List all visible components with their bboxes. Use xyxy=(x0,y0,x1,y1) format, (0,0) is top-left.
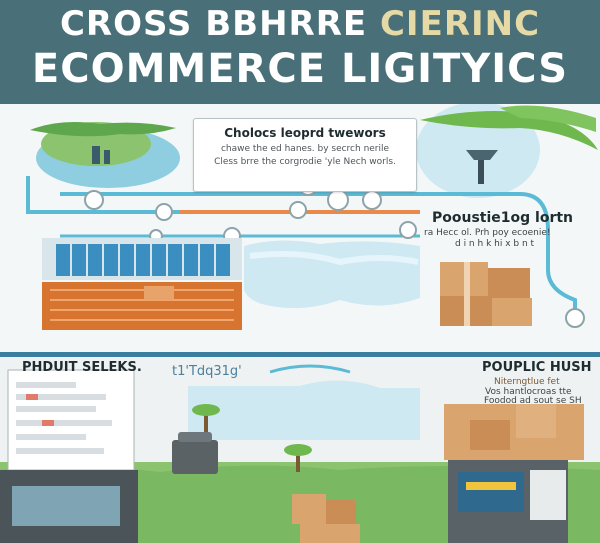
header-banner: CROSS BBHRRE CIERINC ECOMMERCE LIGITYICS xyxy=(0,0,600,104)
public-subtext-3: Foodod ad sout se SH xyxy=(484,396,582,406)
monitor-icon xyxy=(0,369,138,543)
callout-text-1: chawe the ed hanes. by secrch nerile xyxy=(220,144,390,154)
public-subtext-1: Niterngtlue fet xyxy=(494,377,560,387)
ship-icon xyxy=(42,238,242,280)
palm-tree-icon xyxy=(192,404,312,472)
title-part-b: CIERINC xyxy=(379,4,541,44)
box-icon xyxy=(440,262,532,326)
public-hush-heading: POUPLIC HUSH xyxy=(482,360,592,375)
produ-subtext-2: d i n h k hi x b n t xyxy=(455,239,535,249)
callout-heading: Cholocs leoprd twewors xyxy=(224,126,386,140)
globe-icon xyxy=(30,122,180,188)
product-selects-heading: PHDUIT SELEKS. xyxy=(22,360,142,375)
middle-label: t1'Tdq31g' xyxy=(172,364,242,379)
network-callout: Cholocs leoprd twewors chawe the ed hane… xyxy=(193,118,417,192)
page-title-line-2: ECOMMERCE LIGITYICS xyxy=(31,46,569,92)
page-title-line-1: CROSS BBHRRE CIERINC xyxy=(0,4,600,44)
produ-heading: Pooustie1og lortn xyxy=(432,210,574,226)
callout-text-2: Cless brre the corgrodie 'yle Nech worls… xyxy=(214,157,396,167)
container-icon xyxy=(42,282,242,330)
shipping-route xyxy=(26,176,577,318)
box-icon xyxy=(292,494,360,543)
title-part-a: CROSS BBHRRE xyxy=(59,4,368,44)
produ-subtext-1: ra Hecc ol. Prh poy ecoenie! xyxy=(424,228,551,238)
public-subtext-2: Vos hantlocroas tte xyxy=(485,387,572,397)
server-icon xyxy=(172,432,218,474)
satellite-dish-icon xyxy=(416,102,598,198)
truck-icon xyxy=(444,404,584,543)
